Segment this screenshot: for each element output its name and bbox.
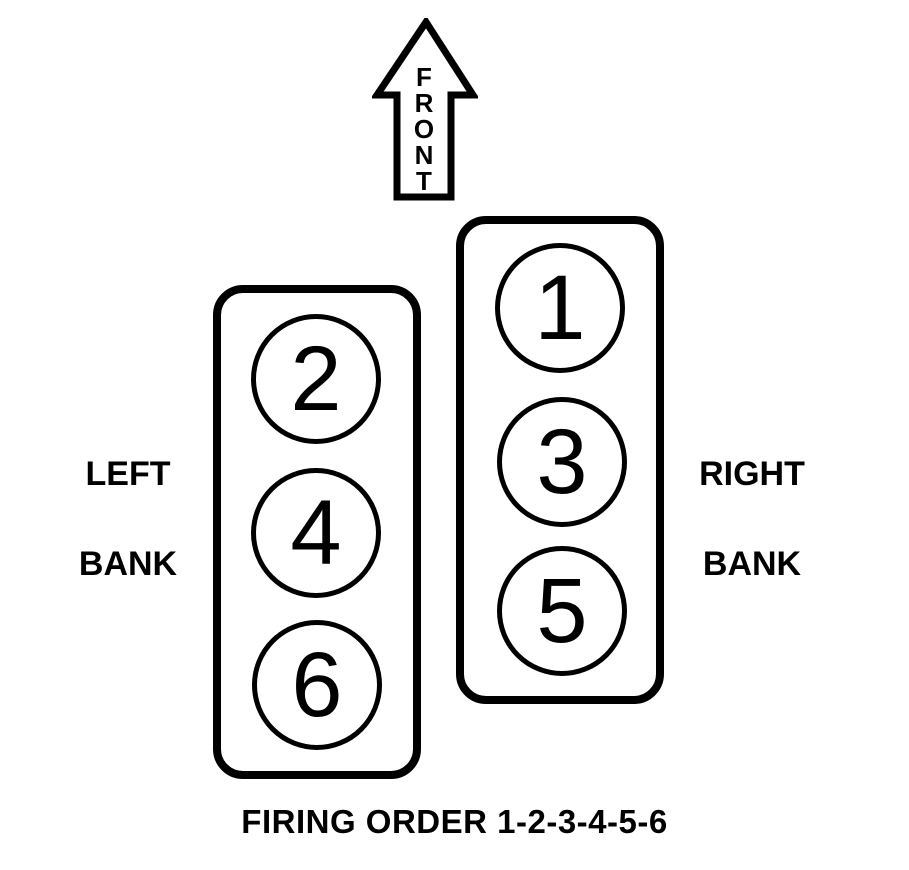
cylinder-2: 2 (251, 314, 381, 444)
cylinder-6: 6 (252, 620, 382, 750)
front-arrow-label: FRONT (398, 60, 450, 194)
right-bank-label-line1: RIGHT (699, 455, 805, 493)
cylinder-1-number: 1 (534, 257, 586, 359)
left-bank-label-line2: BANK (78, 545, 178, 583)
cylinder-3: 3 (497, 397, 627, 527)
left-bank-label-line1: LEFT (85, 455, 171, 493)
right-bank-label-line2: BANK (702, 545, 802, 583)
right-bank-label: RIGHT BANK (652, 407, 852, 632)
cylinder-5: 5 (497, 546, 627, 676)
front-arrow-icon (372, 18, 478, 201)
firing-order-caption: FIRING ORDER 1-2-3-4-5-6 (241, 803, 668, 840)
cylinder-2-number: 2 (290, 328, 342, 430)
cylinder-6-number: 6 (291, 634, 343, 736)
front-arrow-label-text: FRONT (409, 62, 439, 192)
cylinder-4-number: 4 (290, 482, 342, 584)
cylinder-1: 1 (495, 243, 625, 373)
cylinder-4: 4 (251, 468, 381, 598)
cylinder-5-number: 5 (536, 560, 588, 662)
cylinder-3-number: 3 (536, 411, 588, 513)
front-arrow-shape (372, 18, 478, 201)
left-bank-label: LEFT BANK (28, 407, 228, 632)
